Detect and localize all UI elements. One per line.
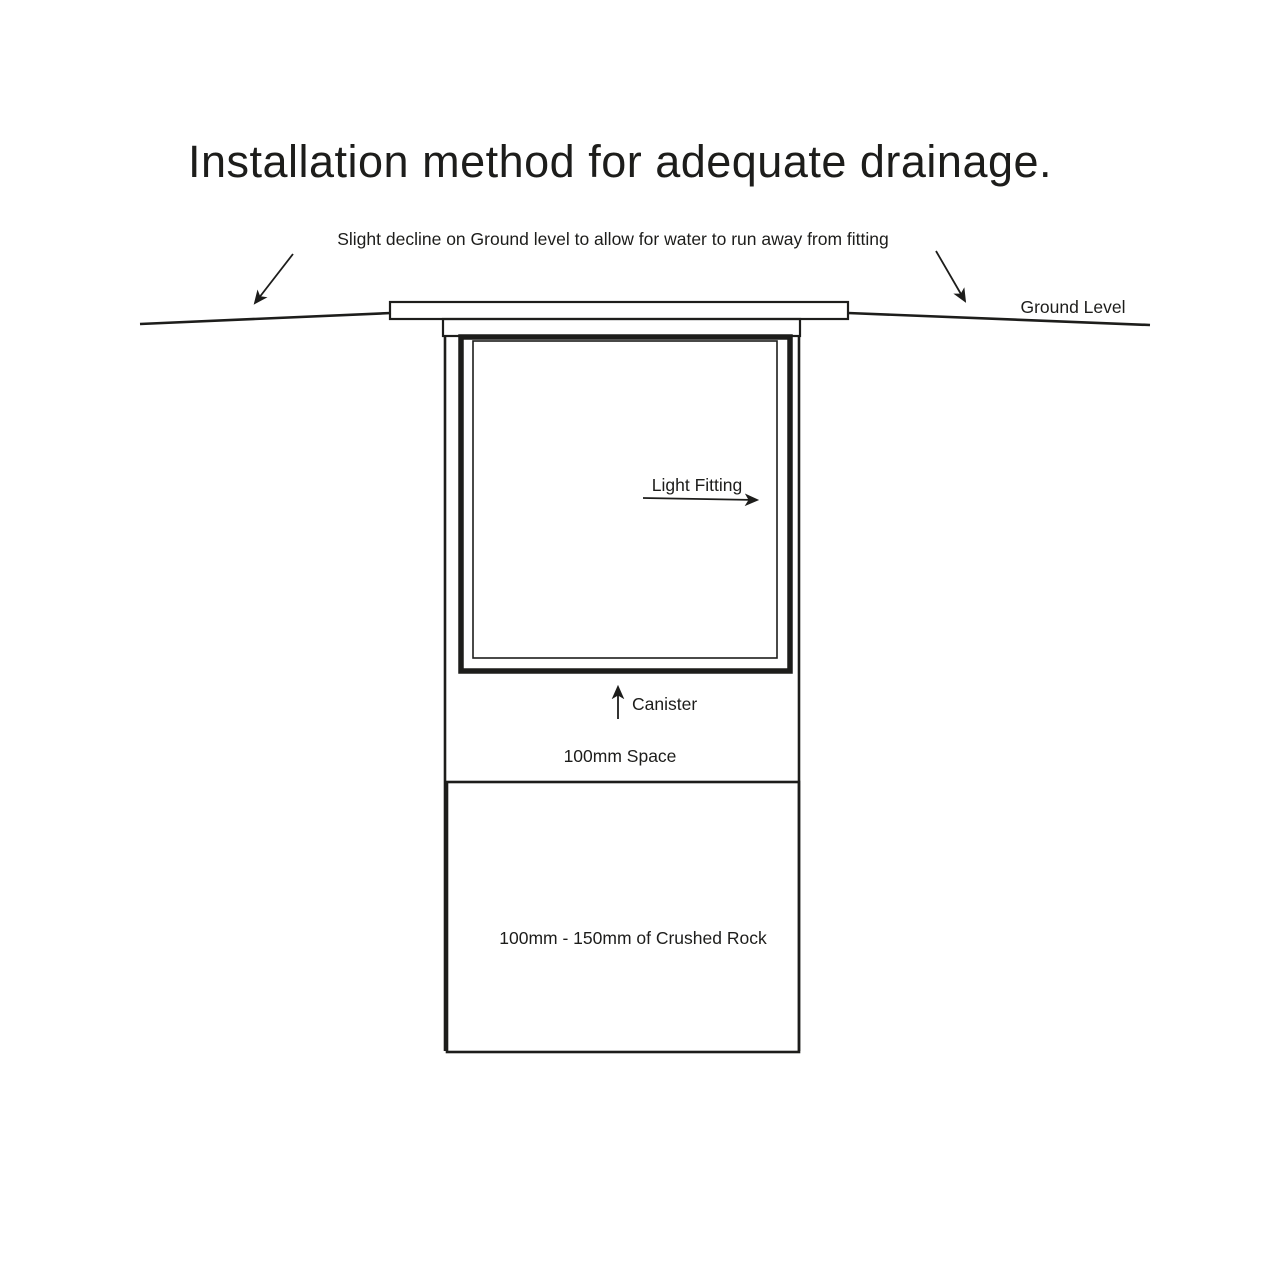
canister-inner (472, 340, 778, 659)
crushed-rock-label: 100mm - 150mm of Crushed Rock (499, 928, 767, 948)
diagram-title: Installation method for adequate drainag… (188, 136, 1052, 187)
light-fitting-label: Light Fitting (652, 475, 742, 495)
ground-line-right (847, 311, 1151, 327)
canister-label: Canister (632, 694, 697, 714)
decline-arrow-left (253, 253, 294, 305)
fitting-lip (441, 317, 802, 338)
crushed-rock-area (445, 780, 801, 1054)
canister-outer (458, 334, 793, 674)
fitting-flange (388, 300, 850, 321)
decline-arrow-right (935, 250, 967, 303)
ground-level-label: Ground Level (1020, 297, 1125, 317)
light-fitting-arrow (642, 493, 760, 507)
space-label: 100mm Space (564, 746, 677, 766)
ground-line-left (139, 311, 392, 326)
decline-note-label: Slight decline on Ground level to allow … (337, 229, 889, 249)
